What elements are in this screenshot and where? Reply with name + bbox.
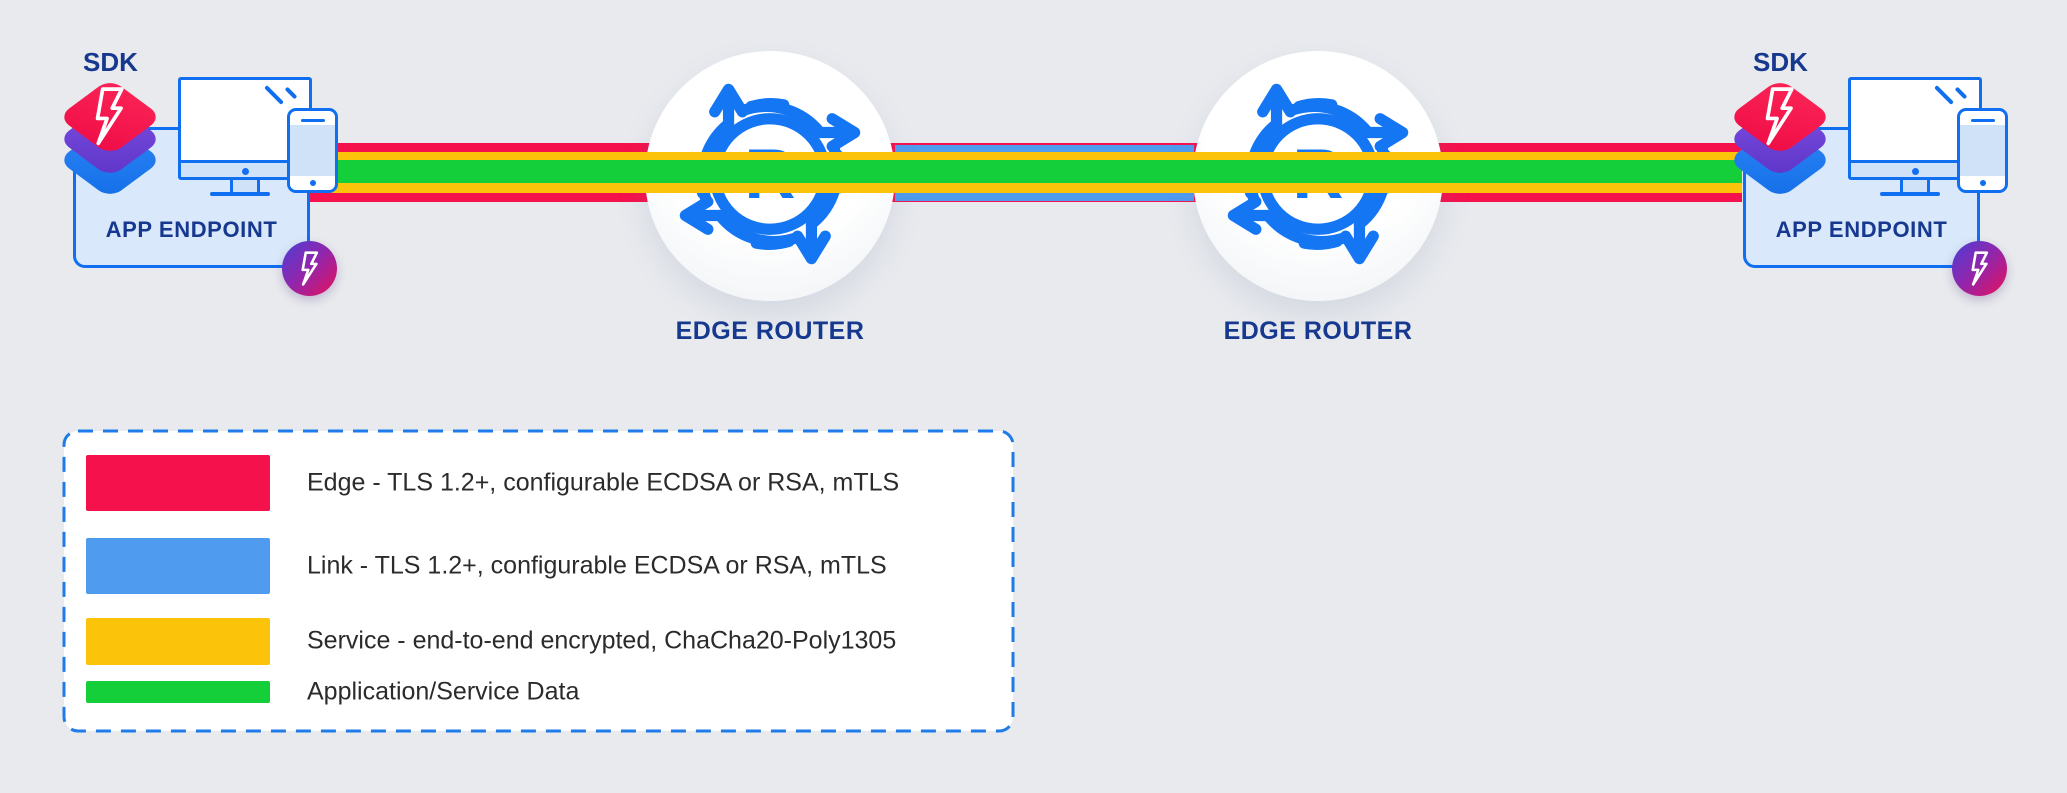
monitor-stand-base — [210, 192, 270, 196]
service-connection-line-top — [310, 152, 1742, 160]
ziti-bolt-icon — [1765, 87, 1794, 146]
ziti-bolt-icon — [95, 87, 124, 146]
service-connection-line-bottom — [310, 183, 1742, 193]
ziti-bolt-icon — [1970, 250, 1988, 286]
mobile-phone-icon — [287, 108, 338, 193]
phone-home-button — [309, 180, 316, 186]
phone-speaker — [1970, 119, 1995, 122]
sdk-label: SDK — [83, 47, 138, 77]
phone-speaker — [300, 119, 325, 122]
legend-label-data: Application/Service Data — [307, 677, 580, 706]
app-endpoint-label: APP ENDPOINT — [105, 217, 278, 242]
edge-router-label: EDGE ROUTER — [1223, 317, 1413, 345]
legend-label-link: Link - TLS 1.2+, configurable ECDSA or R… — [307, 551, 887, 580]
sdk-label: SDK — [1753, 47, 1808, 77]
legend-label-service: Service - end-to-end encrypted, ChaCha20… — [307, 626, 897, 655]
phone-home-button — [1979, 180, 1986, 186]
legend-swatch-data — [86, 681, 270, 703]
monitor-stand — [230, 180, 260, 193]
monitor-button-dot — [242, 168, 249, 175]
phone-top-band — [290, 111, 335, 122]
edge-router-right: R EDGE ROUTER — [1193, 51, 1443, 351]
phone-bottom-band — [1960, 176, 2005, 190]
ziti-sdk-badge — [1952, 241, 2007, 296]
legend-swatch-link — [86, 538, 270, 594]
mobile-phone-icon — [1957, 108, 2008, 193]
app-endpoint-left: SDK APP ENDPOINT — [0, 0, 420, 320]
app-endpoint-right: SDK APP ENDPOINT — [1670, 0, 2067, 320]
ziti-sdk-badge — [282, 241, 337, 296]
link-connection-line-bottom — [895, 191, 1194, 201]
edge-router-left: R EDGE ROUTER — [645, 51, 895, 351]
monitor-stand-base — [1880, 192, 1940, 196]
legend-swatch-service — [86, 618, 270, 665]
link-connection-line-top — [895, 144, 1194, 154]
edge-router-label: EDGE ROUTER — [675, 317, 865, 345]
app-endpoint-label: APP ENDPOINT — [1775, 217, 1948, 242]
phone-screen — [290, 125, 335, 176]
phone-bottom-band — [290, 176, 335, 190]
legend-dashed-border — [62, 429, 1015, 733]
phone-screen — [1960, 125, 2005, 176]
monitor-stand — [1900, 180, 1930, 193]
application-data-line — [310, 160, 1742, 183]
monitor-button-dot — [1912, 168, 1919, 175]
legend-label-edge: Edge - TLS 1.2+, configurable ECDSA or R… — [307, 468, 900, 497]
legend-swatch-edge — [86, 455, 270, 511]
phone-top-band — [1960, 111, 2005, 122]
monitor-base-strip — [181, 160, 309, 177]
ziti-bolt-icon — [300, 250, 318, 286]
legend: Edge - TLS 1.2+, configurable ECDSA or R… — [62, 429, 1015, 733]
monitor-base-strip — [1851, 160, 1979, 177]
